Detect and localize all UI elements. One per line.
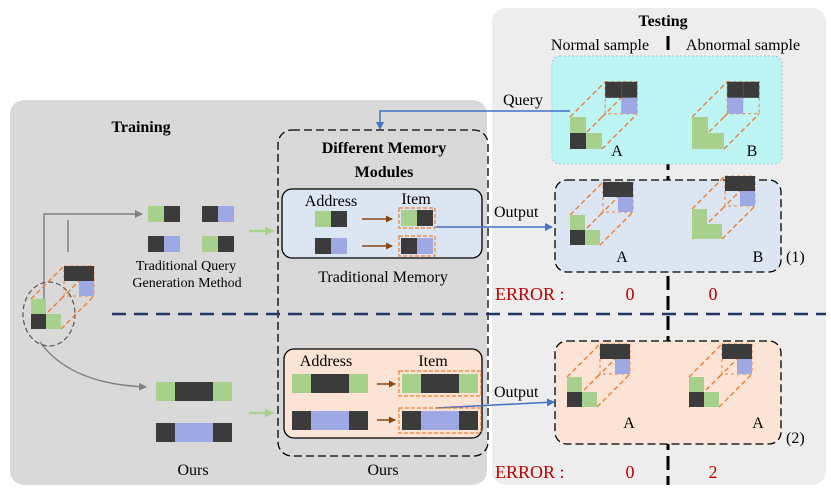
query-arrow bbox=[376, 110, 570, 130]
trad-pair-3 bbox=[148, 236, 180, 252]
address-label-1: Address bbox=[305, 193, 357, 210]
error-2-normal: 0 bbox=[626, 462, 635, 482]
gray-arrow-bottom bbox=[39, 341, 147, 391]
marker-2: (2) bbox=[786, 430, 805, 447]
input-sample-cube bbox=[30, 265, 95, 330]
memory-modules-box bbox=[277, 129, 489, 457]
trad-item-1 bbox=[398, 207, 436, 229]
output-label-1: Output bbox=[494, 204, 539, 221]
address-label-2: Address bbox=[300, 353, 352, 370]
output2-letter-b: A bbox=[752, 415, 764, 432]
abnormal-sample-label: Abnormal sample bbox=[686, 37, 800, 54]
query-letter-a: A bbox=[611, 143, 623, 160]
query-label: Query bbox=[503, 92, 543, 109]
ours-row-2 bbox=[156, 423, 232, 442]
output2-cube-abnormal bbox=[688, 343, 753, 408]
item-label-1: Item bbox=[401, 191, 431, 208]
marker-1: (1) bbox=[786, 249, 805, 266]
ours-item-2 bbox=[398, 407, 482, 434]
traditional-method-label-2: Generation Method bbox=[132, 276, 241, 291]
memory-title-line1: Different Memory bbox=[322, 140, 447, 157]
trad-address-1 bbox=[315, 211, 347, 227]
ours-item-1 bbox=[398, 370, 482, 397]
output1-letter-a: A bbox=[616, 249, 628, 266]
trad-item-2 bbox=[398, 235, 436, 257]
error-1-abnormal: 0 bbox=[709, 284, 718, 304]
item-label-2: Item bbox=[418, 353, 448, 370]
training-title: Training bbox=[111, 119, 170, 136]
training-ours-label: Ours bbox=[177, 462, 208, 479]
output1-cube-normal bbox=[569, 181, 634, 246]
error-label-2: ERROR : bbox=[495, 462, 565, 482]
query-cube-normal bbox=[569, 81, 638, 150]
output-arrow-2 bbox=[435, 398, 555, 409]
output1-letter-b: B bbox=[753, 249, 764, 266]
ours-memory-label: Ours bbox=[367, 462, 398, 479]
ours-address-1 bbox=[292, 374, 368, 393]
trad-address-2 bbox=[315, 238, 347, 254]
query-letter-b: B bbox=[747, 143, 758, 160]
output2-cube-normal bbox=[566, 343, 631, 408]
input-sample-circle bbox=[22, 281, 76, 347]
output2-letter-a: A bbox=[623, 415, 635, 432]
testing-title: Testing bbox=[638, 13, 687, 30]
ours-address-2 bbox=[292, 411, 368, 430]
trad-pair-2 bbox=[202, 206, 234, 222]
traditional-memory-label: Traditional Memory bbox=[318, 269, 448, 286]
error-2-abnormal: 2 bbox=[709, 462, 718, 482]
output-label-2: Output bbox=[494, 384, 539, 401]
error-label-1: ERROR : bbox=[495, 284, 565, 304]
gray-arrow-top bbox=[43, 210, 143, 300]
ours-row-1 bbox=[156, 382, 232, 401]
block-icons bbox=[148, 206, 482, 442]
traditional-method-label-1: Traditional Query bbox=[136, 259, 236, 274]
output-box-2 bbox=[554, 340, 782, 445]
output1-cube-abnormal bbox=[691, 175, 756, 240]
query-cube-abnormal bbox=[691, 81, 760, 150]
error-1-normal: 0 bbox=[626, 284, 635, 304]
trad-pair-1 bbox=[148, 206, 180, 222]
normal-sample-label: Normal sample bbox=[551, 37, 649, 54]
sample-cubes bbox=[30, 81, 760, 408]
trad-pair-4 bbox=[202, 236, 234, 252]
memory-title-line2: Modules bbox=[355, 164, 414, 181]
